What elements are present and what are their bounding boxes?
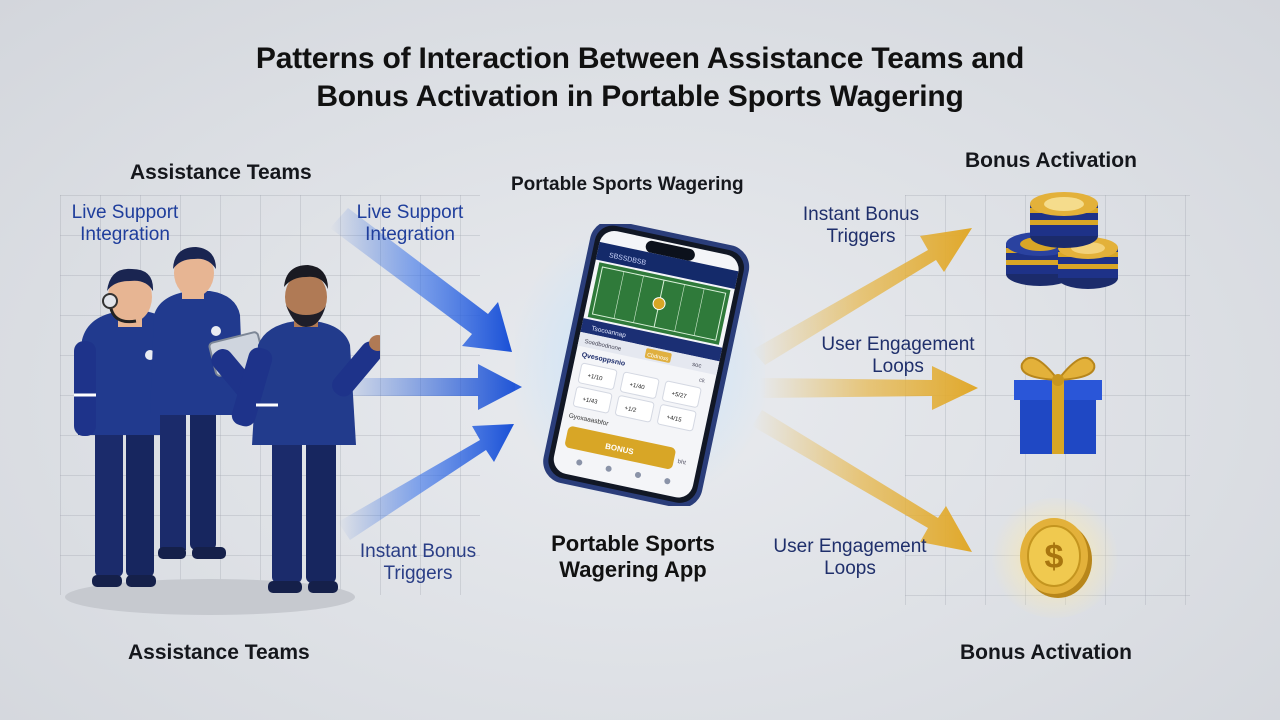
label-line: Wagering App: [559, 557, 707, 582]
label-live-support-arrow: Live Support Integration: [340, 202, 480, 246]
bonus-activation-heading-top: Bonus Activation: [965, 149, 1137, 172]
odds-value: +5/27: [671, 391, 688, 400]
odds-value: +1/40: [629, 382, 646, 391]
label-line: Instant Bonus: [802, 204, 920, 225]
title-line-1: Patterns of Interaction Between Assistan…: [255, 42, 1025, 75]
label-user-engagement-middle: User Engagement Loops: [812, 334, 984, 378]
arrow-instant-bonus-triggers: [752, 228, 972, 365]
odds-cell[interactable]: [620, 371, 660, 399]
label-line: Triggers: [383, 563, 453, 584]
page-title: Patterns of Interaction Between Assistan…: [0, 40, 1280, 116]
label-line: User Engagement: [773, 536, 927, 557]
poker-chips-icon: [1006, 192, 1118, 289]
gift-box-icon: [1014, 356, 1102, 454]
odds-cell[interactable]: [662, 380, 702, 408]
label-user-engagement-bottom: User Engagement Loops: [764, 536, 936, 580]
odds-value: +1/10: [587, 373, 604, 382]
phone-filter-chip-label: Cbdnoss: [646, 352, 669, 362]
odds-value: +1/2: [624, 406, 637, 414]
assistance-team-illustration: [65, 247, 380, 615]
bonus-activation-heading-bottom: Bonus Activation: [960, 641, 1132, 664]
label-line: Live Support: [71, 202, 179, 223]
label-line: User Engagement: [821, 334, 975, 355]
assistance-teams-heading-bottom: Assistance Teams: [128, 641, 310, 664]
gold-coin-icon: $: [1020, 518, 1092, 598]
phone-odds-grid: +1/10 +1/40 +5/27 +1/43 +1/2 +4/15: [572, 362, 702, 432]
odds-cell[interactable]: [577, 362, 618, 390]
label-line: Instant Bonus: [359, 541, 477, 562]
label-line: Loops: [872, 356, 924, 377]
phone-filter-chip[interactable]: [644, 348, 672, 363]
bets-icon[interactable]: [605, 465, 612, 472]
arrow-live-support-middle: [350, 364, 522, 410]
live-icon[interactable]: [634, 471, 641, 478]
label-line: Live Support: [356, 202, 464, 223]
arrow-live-support-top: [330, 208, 512, 352]
phone-footer-right: bht: [677, 459, 687, 467]
phone-filter-right: soc: [691, 362, 701, 370]
phone-bonus-button[interactable]: [564, 425, 676, 469]
home-icon[interactable]: [576, 459, 583, 466]
label-line: Loops: [824, 558, 876, 579]
portable-sports-wagering-heading: Portable Sports Wagering: [511, 174, 744, 195]
coin-dollar-symbol: $: [1045, 538, 1064, 576]
account-icon[interactable]: [664, 478, 671, 485]
arrow-instant-bonus-bottom: [338, 424, 514, 540]
smartphone: SBSSDBSB Tsocoannap Soedbodnone Cbdnoss …: [543, 224, 750, 506]
label-live-support-far: Live Support Integration: [55, 202, 195, 246]
label-instant-bonus-left: Instant Bonus Triggers: [348, 541, 488, 585]
arrow-user-engagement-bottom: [752, 410, 972, 552]
phone-field-graphic: [587, 262, 731, 345]
label-line: Integration: [365, 224, 455, 245]
odds-cell[interactable]: [657, 404, 697, 432]
odds-cell[interactable]: [615, 395, 655, 423]
label-instant-bonus-triggers: Instant Bonus Triggers: [788, 204, 934, 248]
support-agent-gesturing: [231, 265, 380, 593]
arrow-user-engagement-middle: [760, 366, 978, 410]
label-line: Triggers: [826, 226, 896, 247]
portable-sports-wagering-app-label: Portable Sports Wagering App: [530, 531, 736, 583]
phone-markets-extra: ck: [698, 378, 706, 385]
odds-cell[interactable]: [572, 386, 613, 414]
odds-value: +1/43: [582, 397, 599, 406]
odds-value: +4/15: [666, 415, 683, 424]
title-line-2: Bonus Activation in Portable Sports Wage…: [316, 80, 964, 113]
label-line: Portable Sports: [551, 531, 715, 556]
assistance-teams-heading-top: Assistance Teams: [130, 161, 312, 184]
label-line: Integration: [80, 224, 170, 245]
